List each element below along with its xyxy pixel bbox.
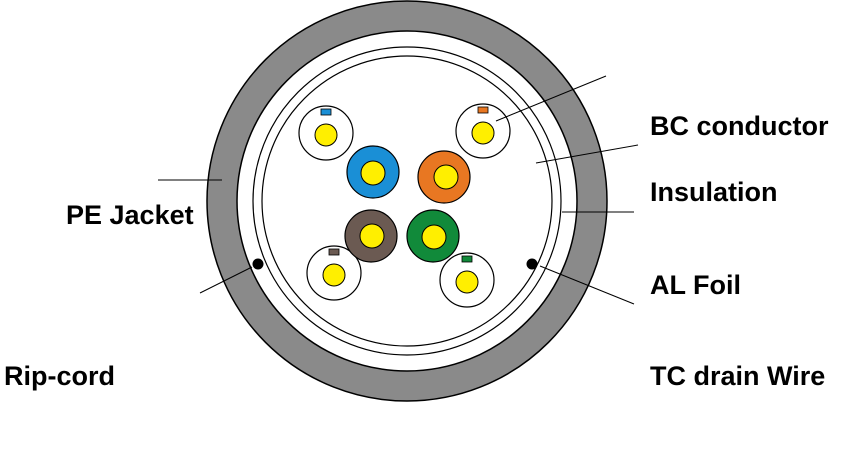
green-wire	[406, 209, 460, 263]
tc-drain-wire-dot	[526, 258, 538, 270]
rip-cord-label: Rip-cord	[4, 361, 115, 391]
bc-conductor-leader-line	[495, 75, 607, 122]
tc-drain-wire-label: TC drain Wire	[650, 361, 825, 391]
white-green-pair-wire	[439, 252, 495, 308]
orange-wire	[417, 150, 471, 204]
drain-wire-leader-line	[539, 265, 635, 305]
bc-conductor-label: BC conductor	[650, 111, 829, 141]
white-blue-pair-wire	[298, 105, 354, 161]
inner-shield-ring	[261, 55, 553, 347]
al-foil-label: AL Foil	[650, 270, 741, 300]
rip-cord-leader-line	[199, 266, 253, 294]
insulation-leader-line	[535, 144, 639, 164]
white-brown-pair-wire	[306, 245, 362, 301]
blue-wire	[346, 145, 400, 199]
jacket-inner-boundary	[236, 30, 578, 372]
brown-wire	[344, 209, 398, 263]
insulation-label: Insulation	[650, 177, 778, 207]
al-foil-ring	[252, 46, 562, 356]
rip-cord-dot	[252, 258, 264, 270]
pe-jacket-label: PE Jacket	[66, 200, 194, 230]
white-orange-pair-wire	[455, 103, 511, 159]
